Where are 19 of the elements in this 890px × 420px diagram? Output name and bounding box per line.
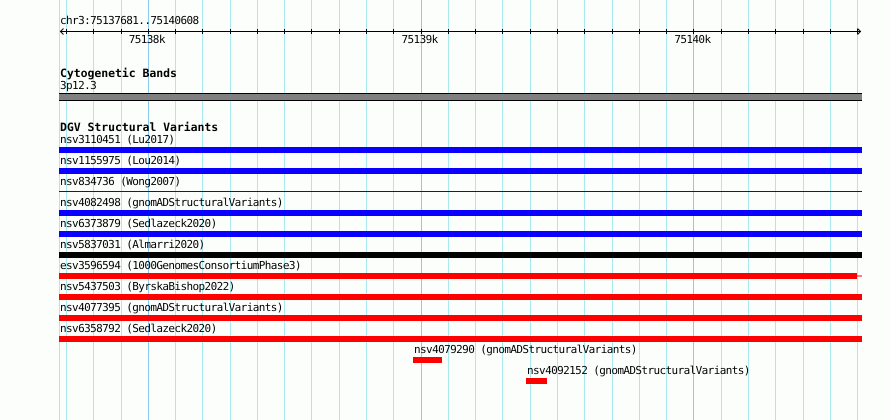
variant-label: nsv4077395 (gnomADStructuralVariants) [60,302,283,314]
tick-label: 75138k [128,34,165,46]
variant-label: nsv5437503 (ByrskaBishop2022) [60,281,235,293]
variant-label: nsv5837031 (Almarri2020) [60,239,205,251]
tick-label: 75139k [402,34,438,46]
variant-label: nsv6358792 (Sedlazeck2020) [60,323,217,335]
variant-label: nsv4079290 (gnomADStructuralVariants) [414,344,637,356]
location-label: chr3:75137681..75140608 [60,15,199,27]
variant-label: nsv834736 (Wong2007) [60,176,180,188]
variant-label: nsv1155975 (Lou2014) [60,155,180,167]
track-heading: DGV Structural Variants [60,121,218,133]
variant-label: nsv6373879 (Sedlazeck2020) [60,218,217,230]
variant-label: nsv3110451 (Lu2017) [60,134,174,146]
variant-label: nsv4082498 (gnomADStructuralVariants) [60,197,283,209]
variant-label: nsv4092152 (gnomADStructuralVariants) [527,365,750,377]
band-label: 3p12.3 [60,80,96,92]
variant-label: esv3596594 (1000GenomesConsortiumPhase3) [60,260,301,272]
tick-label: 75140k [674,34,710,46]
track-heading: Cytogenetic Bands [60,67,177,79]
